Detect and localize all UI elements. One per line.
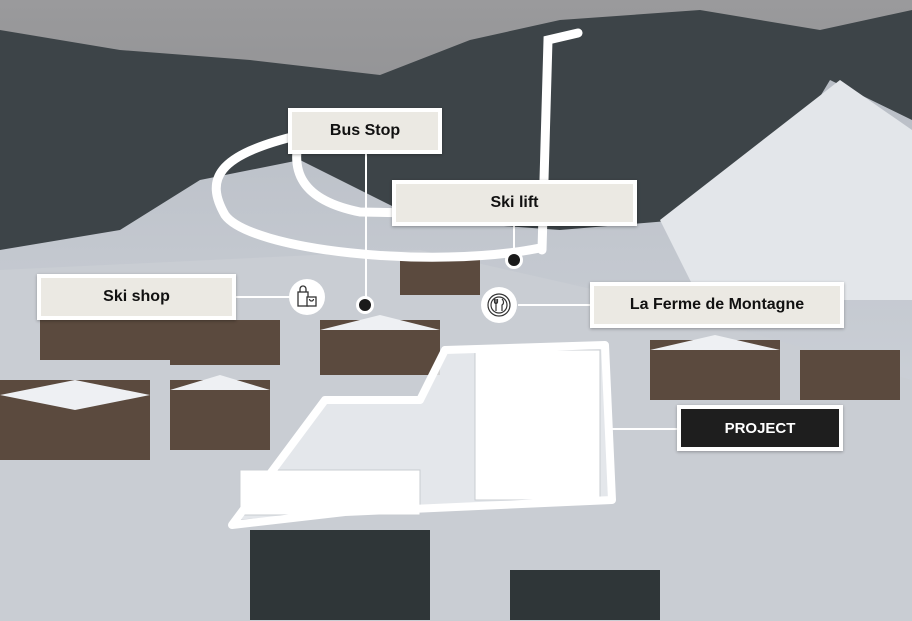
ski-shop-marker[interactable] bbox=[289, 279, 325, 315]
ski-lift-marker[interactable] bbox=[505, 251, 523, 269]
ski-shop-label[interactable]: Ski shop bbox=[37, 274, 236, 320]
restaurant-label[interactable]: La Ferme de Montagne bbox=[590, 282, 844, 328]
shopping-bags-icon bbox=[297, 285, 317, 307]
plate-cutlery-icon bbox=[487, 293, 511, 317]
bus-stop-label[interactable]: Bus Stop bbox=[288, 108, 442, 154]
bus-stop-marker[interactable] bbox=[356, 296, 374, 314]
project-label[interactable]: PROJECT bbox=[677, 405, 843, 451]
project-outline bbox=[228, 341, 616, 529]
restaurant-marker[interactable] bbox=[481, 287, 517, 323]
ski-lift-label[interactable]: Ski lift bbox=[392, 180, 637, 226]
